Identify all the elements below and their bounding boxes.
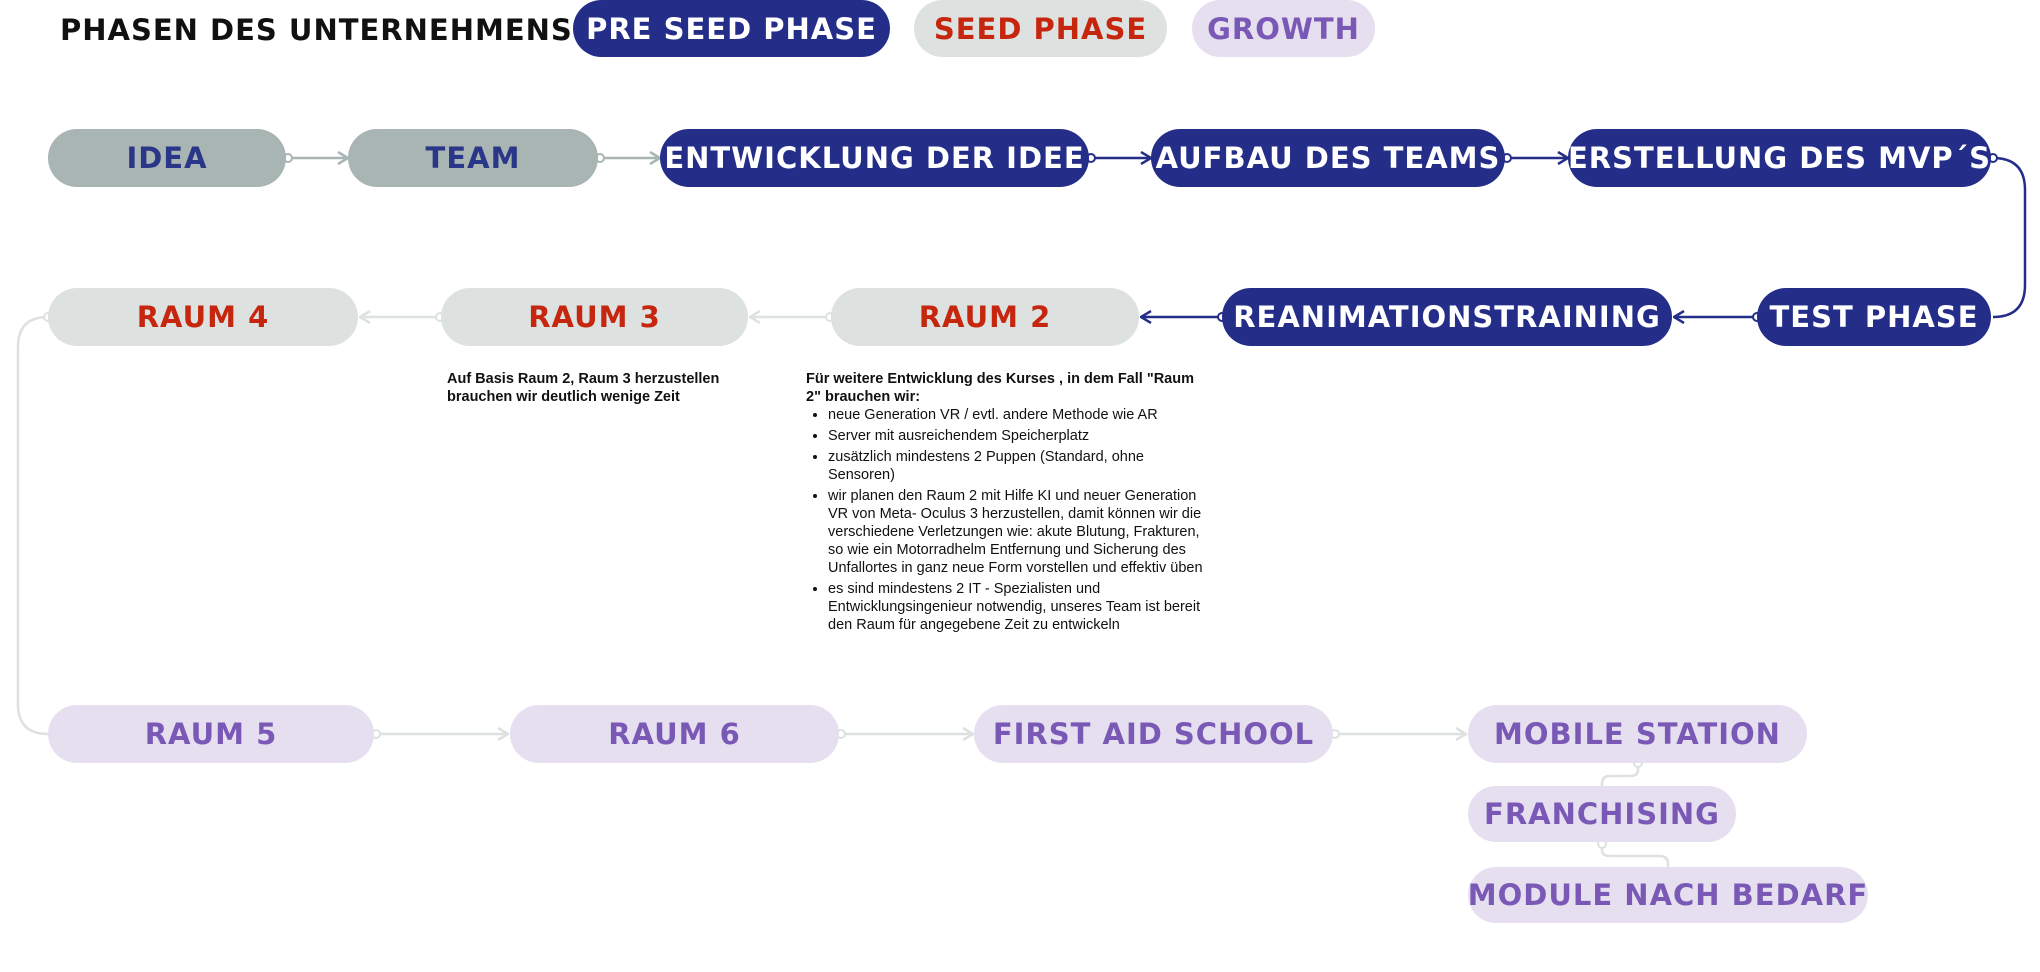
- note-raum-3-text: Auf Basis Raum 2, Raum 3 herzustellen br…: [447, 371, 720, 405]
- list-item: neue Generation VR / evtl. andere Method…: [828, 406, 1206, 424]
- stage-idea: IDEA: [48, 129, 286, 187]
- stage-raum-3: RAUM 3: [441, 288, 748, 346]
- legend-seed-phase: SEED PHASE: [914, 0, 1167, 57]
- note-raum-2-heading: Für weitere Entwicklung des Kurses , in …: [806, 371, 1194, 405]
- stage-aufbau-des-teams: AUFBAU DES TEAMS: [1151, 129, 1505, 187]
- stage-erstellung-des-mvps: ERSTELLUNG DES MVP´S: [1568, 129, 1991, 187]
- page-title: PHASEN DES UNTERNEHMENS:: [60, 13, 586, 47]
- stage-test-phase: TEST PHASE: [1757, 288, 1991, 346]
- connector-raum4-raum5: [16, 315, 49, 736]
- stage-team: TEAM: [348, 129, 598, 187]
- note-raum-2-list: neue Generation VR / evtl. andere Method…: [806, 406, 1206, 634]
- stage-franchising: FRANCHISING: [1468, 786, 1736, 842]
- stage-entwicklung-der-idee: ENTWICKLUNG DER IDEE: [660, 129, 1089, 187]
- connector-franchising-module: [1600, 844, 1670, 867]
- stage-raum-4: RAUM 4: [48, 288, 358, 346]
- stage-module-nach-bedarf: MODULE NACH BEDARF: [1468, 867, 1868, 923]
- note-raum-3: Auf Basis Raum 2, Raum 3 herzustellen br…: [447, 370, 747, 406]
- list-item: zusätzlich mindestens 2 Puppen (Standard…: [828, 448, 1206, 484]
- legend-growth-phase: GROWTH: [1192, 0, 1375, 57]
- list-item: wir planen den Raum 2 mit Hilfe KI und n…: [828, 487, 1206, 577]
- stage-raum-6: RAUM 6: [510, 705, 839, 763]
- stage-reanimationstraining: REANIMATIONSTRAINING: [1222, 288, 1672, 346]
- connector-mobile-franchising: [1600, 763, 1640, 786]
- note-raum-2: Für weitere Entwicklung des Kurses , in …: [806, 370, 1206, 637]
- legend-pre-seed-phase: PRE SEED PHASE: [573, 0, 890, 57]
- connector-mvp-test: [1992, 156, 2027, 319]
- list-item: Server mit ausreichendem Speicherplatz: [828, 427, 1206, 445]
- stage-raum-2: RAUM 2: [831, 288, 1139, 346]
- list-item: es sind mindestens 2 IT - Spezialisten u…: [828, 580, 1206, 634]
- stage-first-aid-school: FIRST AID SCHOOL: [974, 705, 1333, 763]
- stage-mobile-station: MOBILE STATION: [1468, 705, 1807, 763]
- stage-raum-5: RAUM 5: [48, 705, 374, 763]
